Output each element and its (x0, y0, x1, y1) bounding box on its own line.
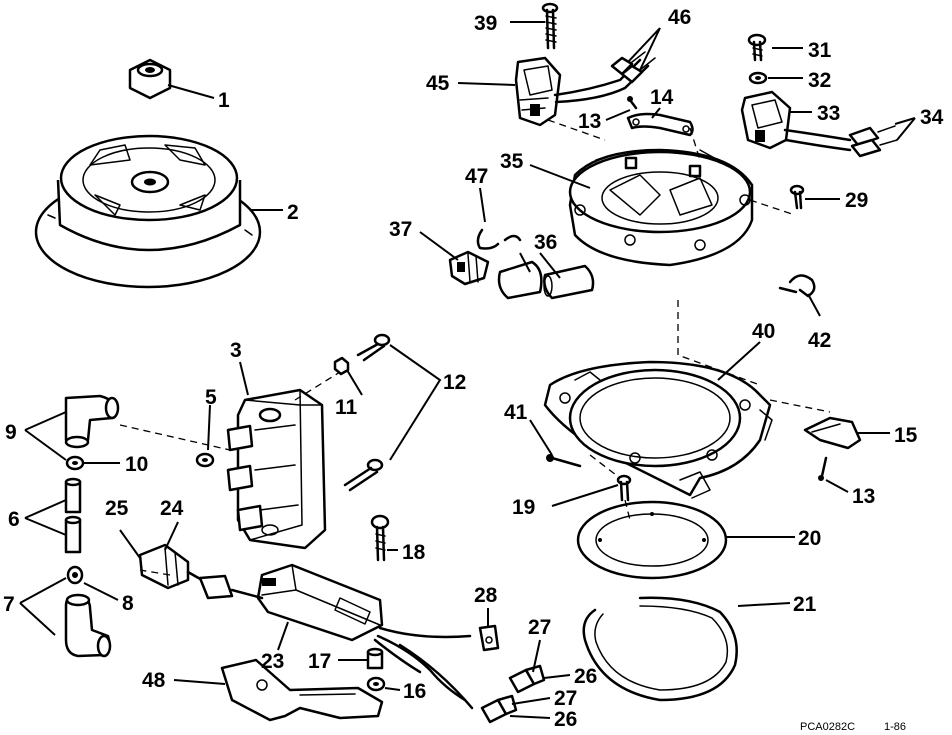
part-screw-13-right (818, 456, 828, 481)
callout-9: 9 (5, 421, 17, 444)
part-grommet-37 (448, 250, 490, 286)
part-spacer-17 (366, 647, 384, 670)
callout-27-upper: 27 (528, 616, 551, 639)
callout-35: 35 (500, 150, 524, 173)
callout-leader-lines (19, 21, 916, 719)
callout-13-right: 13 (852, 485, 875, 508)
part-ignition-module-23 (230, 563, 472, 702)
part-screw-13-top (627, 96, 638, 110)
callout-28: 28 (474, 584, 498, 607)
part-nut-16 (366, 676, 386, 692)
part-terminal-28 (478, 624, 500, 652)
assembly-guide-lines (119, 119, 831, 576)
callout-36: 36 (534, 231, 557, 254)
part-snap-ring-21 (582, 596, 738, 702)
callout-19: 19 (512, 496, 535, 519)
part-connector-24 (138, 543, 234, 600)
part-screw-41 (546, 454, 582, 468)
diagram-code: PCA0282C (800, 721, 855, 733)
part-bolts-12 (343, 333, 391, 492)
part-nut-10 (65, 455, 85, 471)
callout-13-top: 13 (578, 110, 601, 133)
callout-16: 16 (403, 680, 426, 703)
part-elbow-7 (64, 593, 112, 658)
part-flywheel-nut (128, 58, 172, 100)
part-nut-5 (195, 452, 215, 468)
part-coil-33 (740, 90, 852, 152)
callout-7: 7 (3, 593, 15, 616)
callout-41: 41 (504, 401, 528, 424)
callout-21: 21 (793, 593, 817, 616)
callout-26-upper: 26 (574, 665, 597, 688)
part-nut-8 (66, 565, 84, 585)
part-clip-14 (626, 112, 694, 137)
part-clip-47 (476, 228, 522, 250)
callout-5: 5 (205, 386, 217, 409)
callout-39: 39 (474, 12, 497, 35)
callout-10: 10 (125, 453, 148, 476)
callout-40: 40 (752, 320, 775, 343)
part-bolt-18 (370, 514, 390, 562)
part-connectors-26-27 (398, 643, 546, 724)
callout-29: 29 (845, 189, 868, 212)
part-bracket-48 (220, 658, 384, 722)
callout-12: 12 (443, 371, 466, 394)
callout-20: 20 (798, 527, 821, 550)
callout-23: 23 (261, 650, 284, 673)
diagram-date: 1-86 (884, 721, 906, 733)
callout-1: 1 (218, 89, 230, 112)
part-tubes-6 (64, 477, 82, 554)
callout-11: 11 (335, 396, 358, 419)
callout-numbers: 1 2 3 5 6 7 8 9 10 11 12 13 13 14 15 16 … (3, 6, 944, 731)
callout-33: 33 (817, 102, 840, 125)
part-stator-35 (568, 148, 754, 267)
callout-26-lower: 26 (554, 708, 577, 731)
callout-47: 47 (465, 165, 488, 188)
part-retaining-disc-20 (576, 500, 728, 580)
part-elbow-9 (64, 394, 120, 449)
part-timer-base-sensor-45 (514, 56, 650, 127)
part-armature-plate-40 (543, 360, 773, 499)
callout-14: 14 (650, 86, 674, 109)
part-screw-29 (789, 184, 805, 210)
callout-45: 45 (426, 72, 450, 95)
callout-3: 3 (230, 339, 242, 362)
callout-15: 15 (894, 424, 918, 447)
callout-8: 8 (122, 592, 134, 615)
part-connectors-34 (848, 125, 898, 158)
part-power-pack-3 (226, 388, 327, 550)
callout-46: 46 (668, 6, 691, 29)
callout-34: 34 (920, 106, 944, 129)
part-flywheel (34, 134, 262, 289)
part-clamp-42 (778, 274, 816, 298)
callout-48: 48 (142, 669, 166, 692)
part-screw-31 (747, 33, 767, 62)
part-screw-39 (541, 2, 559, 50)
part-retainer-15 (803, 416, 862, 450)
callout-2: 2 (287, 201, 299, 224)
callout-27-lower: 27 (554, 687, 577, 710)
callout-32: 32 (808, 69, 831, 92)
callout-18: 18 (402, 541, 426, 564)
part-screw-19 (616, 474, 632, 502)
callout-42: 42 (808, 329, 831, 352)
callout-24: 24 (160, 497, 184, 520)
part-sleeves-36 (497, 260, 595, 300)
callout-31: 31 (808, 39, 832, 62)
diagram-reference: PCA0282C 1-86 (800, 721, 906, 733)
callout-37: 37 (389, 218, 412, 241)
part-washer-32 (748, 71, 768, 85)
callout-25: 25 (105, 497, 129, 520)
part-connectors-46 (610, 51, 656, 84)
callout-6: 6 (8, 508, 20, 531)
callout-17: 17 (308, 650, 331, 673)
part-nut-11 (333, 356, 350, 376)
